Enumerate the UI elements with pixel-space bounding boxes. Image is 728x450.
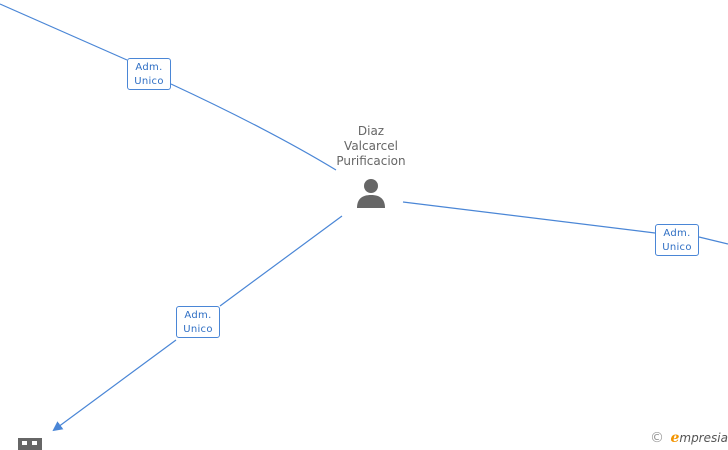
person-name-line: Diaz — [357, 124, 385, 138]
person-name-line: Purificacion — [336, 154, 406, 168]
relation-role: Adm. — [184, 310, 212, 321]
edge-top-left — [0, 3, 128, 61]
edge-person-to-right — [402, 201, 656, 234]
relation-role: Adm. — [135, 62, 163, 73]
building-icon[interactable] — [18, 438, 42, 450]
relation-role-type: Unico — [134, 76, 164, 87]
logo-text: mpresia — [679, 431, 728, 445]
relation-role: Adm. — [663, 228, 691, 239]
relation-badge-right[interactable]: Adm. Unico — [655, 224, 699, 256]
edge-bottom-left-to-company — [52, 339, 177, 432]
relation-role-type: Unico — [183, 324, 213, 335]
person-name[interactable]: Diaz Valcarcel Purificacion — [321, 124, 421, 169]
relation-badge-bottom-left[interactable]: Adm. Unico — [176, 306, 220, 338]
edge-right-offscreen — [698, 236, 728, 245]
edge-top-left-to-person — [170, 83, 337, 171]
empresia-logo: © empresia — [650, 429, 728, 447]
person-name-line: Valcarcel — [344, 139, 398, 153]
copyright-symbol: © — [650, 430, 664, 446]
relation-badge-top-left[interactable]: Adm. Unico — [127, 58, 171, 90]
logo-e: e — [670, 430, 680, 446]
edge-person-to-bottom-left — [219, 215, 343, 307]
person-icon[interactable] — [356, 178, 386, 210]
relation-role-type: Unico — [662, 242, 692, 253]
